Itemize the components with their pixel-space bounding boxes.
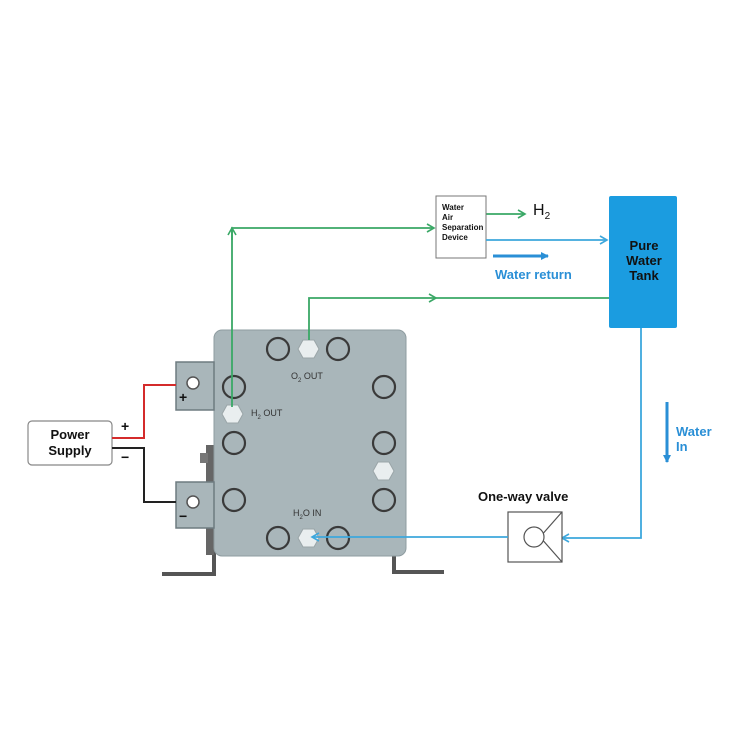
bolt bbox=[371, 487, 397, 513]
positive-wire bbox=[112, 384, 176, 439]
side-port-nut bbox=[372, 461, 395, 481]
separation-device-box bbox=[435, 195, 487, 259]
bolt bbox=[221, 374, 247, 400]
power-minus-sign: − bbox=[121, 449, 130, 465]
bolt bbox=[265, 525, 291, 551]
h2o-in-port-nut bbox=[297, 528, 320, 548]
bolt bbox=[371, 430, 397, 456]
h2-port-nut bbox=[221, 404, 244, 424]
bolt bbox=[221, 430, 247, 456]
pure-water-tank bbox=[609, 196, 677, 328]
tank-label: Pure Water Tank bbox=[626, 238, 662, 283]
bolt bbox=[325, 525, 351, 551]
bolt bbox=[371, 374, 397, 400]
power-supply-box bbox=[27, 420, 113, 466]
terminal-plus-sign: + bbox=[179, 389, 188, 405]
power-supply-line1: Power bbox=[50, 427, 90, 442]
power-supply-line2: Supply bbox=[48, 443, 92, 458]
one-way-valve-label: One-way valve bbox=[478, 489, 569, 504]
water-in-label: Water In bbox=[676, 424, 712, 454]
bolt bbox=[221, 487, 247, 513]
terminal-minus-sign: − bbox=[179, 508, 188, 524]
water-return-label: Water return bbox=[495, 267, 572, 282]
o2-port-nut bbox=[297, 339, 320, 359]
bolt bbox=[265, 336, 291, 362]
terminal-tab bbox=[200, 453, 208, 463]
o2-out-label: O2 OUT bbox=[291, 371, 323, 384]
positive-terminal-hole bbox=[186, 376, 200, 390]
negative-wire bbox=[112, 447, 176, 503]
bolt bbox=[325, 336, 351, 362]
negative-terminal-hole bbox=[186, 495, 200, 509]
electrolyzer-body bbox=[213, 329, 407, 557]
o2-out-line bbox=[308, 293, 438, 340]
water-in-line bbox=[560, 328, 642, 543]
bolt-group bbox=[221, 336, 397, 551]
power-supply-label: Power Supply bbox=[28, 427, 112, 459]
h2-product-label: H2 bbox=[533, 202, 551, 223]
separation-device-label: Water Air Separation Device bbox=[442, 203, 484, 242]
h2-out-label: H2 OUT bbox=[251, 408, 283, 421]
one-way-valve-ball bbox=[523, 526, 545, 548]
h2o-in-label: H2O IN bbox=[293, 508, 322, 521]
power-plus-sign: + bbox=[121, 418, 130, 434]
